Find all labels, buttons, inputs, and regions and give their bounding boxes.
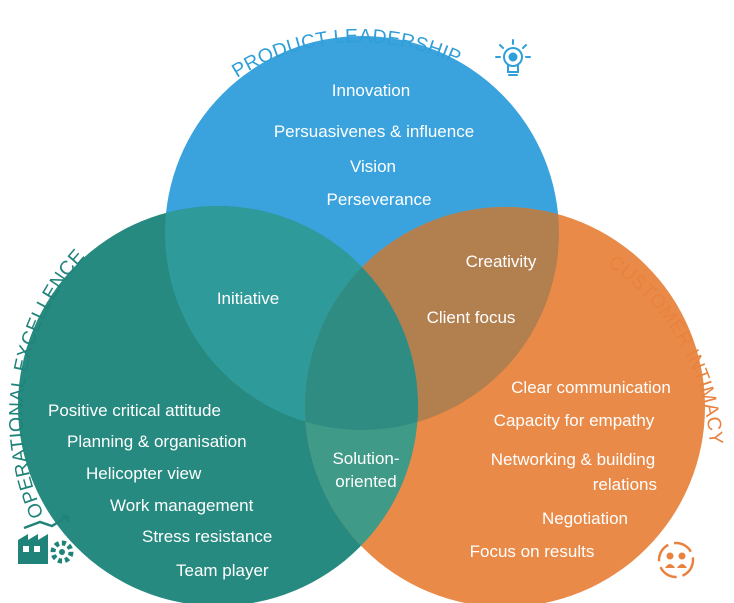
- people-cycle-icon: [657, 541, 695, 579]
- product-item: Innovation: [332, 81, 410, 100]
- product-customer-item: Client focus: [427, 308, 516, 327]
- center-item: oriented: [335, 472, 396, 491]
- customer-item: Clear communication: [511, 378, 671, 397]
- product-customer-item: Creativity: [466, 252, 537, 271]
- lightbulb-gear-icon: [495, 39, 531, 76]
- customer-item: Focus on results: [470, 542, 595, 561]
- customer-item: Capacity for empathy: [494, 411, 655, 430]
- customer-item: Networking & building: [491, 450, 655, 469]
- customer-item: Negotiation: [542, 509, 628, 528]
- customer-item: relations: [593, 475, 657, 494]
- operational-item: Helicopter view: [86, 464, 202, 483]
- center-item: Solution-: [332, 449, 399, 468]
- product-operational-item: Initiative: [217, 289, 279, 308]
- operational-item: Positive critical attitude: [48, 401, 221, 420]
- operational-item: Team player: [176, 561, 269, 580]
- operational-item: Stress resistance: [142, 527, 272, 546]
- factory-growth-icon: [18, 514, 74, 564]
- product-item: Vision: [350, 157, 396, 176]
- operational-item: Planning & organisation: [67, 432, 247, 451]
- product-item: Persuasivenes & influence: [274, 122, 474, 141]
- product-item: Perseverance: [327, 190, 432, 209]
- operational-item: Work management: [110, 496, 254, 515]
